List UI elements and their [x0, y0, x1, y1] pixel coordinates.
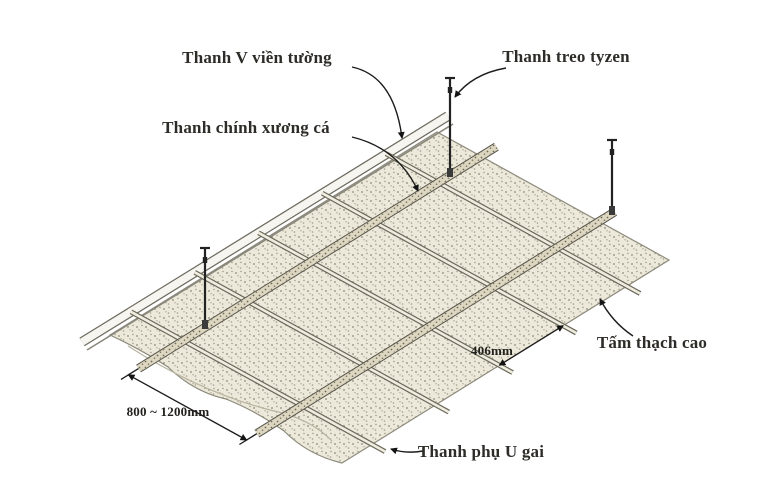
leader-cross-tee	[390, 447, 424, 455]
label-main-runner: Thanh chính xương cá	[162, 118, 330, 137]
label-gypsum-board: Tấm thạch cao	[596, 333, 708, 352]
dimension-tee-spacing	[498, 325, 564, 366]
leader-gypsum	[599, 298, 634, 337]
cross-tee-4	[320, 191, 578, 336]
cross-tee-2	[193, 270, 451, 415]
label-wall-angle: Thanh V viền tường	[182, 48, 332, 67]
dim-tee-spacing: 406mm	[470, 343, 514, 358]
dim-runner-spacing: 800 ~ 1200mm	[126, 404, 210, 419]
label-cross-tee: Thanh phụ U gai	[417, 442, 545, 461]
leader-main-runner	[351, 136, 419, 192]
leader-wall-angle	[351, 66, 405, 139]
hanger-rod-3	[607, 138, 617, 215]
hanger-rods	[200, 76, 617, 329]
label-hanger-rod: Thanh treo tyzen	[502, 47, 630, 66]
cross-tee-3	[257, 230, 514, 375]
cross-tee-5	[384, 151, 642, 296]
panel-break-line	[127, 345, 333, 442]
hanger-rod-2	[445, 76, 455, 177]
leader-lines	[351, 66, 634, 455]
dimension-runner-spacing	[120, 368, 258, 446]
main-runners	[136, 142, 618, 438]
main-runner-1	[136, 142, 499, 373]
cross-tee-1	[129, 309, 387, 454]
hanger-rod-1	[200, 246, 210, 329]
main-runner-2	[254, 207, 618, 438]
leader-hanger	[454, 67, 507, 98]
cross-tees	[129, 151, 642, 454]
